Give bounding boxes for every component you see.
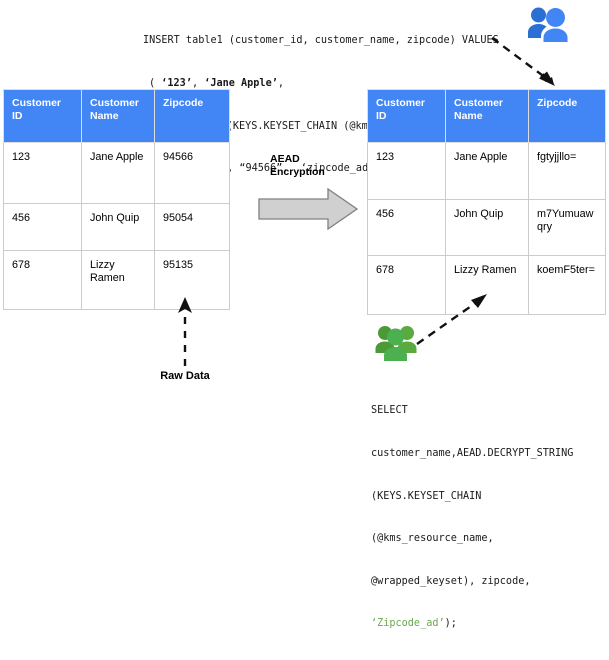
select-sql-line-1: SELECT (371, 405, 408, 417)
cell-customer-name: John Quip (81, 203, 155, 251)
aead-encryption-label: AEAD Encryption (270, 153, 325, 178)
cell-customer-name: Jane Apple (81, 142, 155, 204)
cell-customer-id: 123 (3, 142, 82, 204)
select-sql-line-2: customer_name,AEAD.DECRYPT_STRING (371, 448, 574, 460)
cell-zipcode: koemF5ter= (528, 255, 606, 315)
column-header-zipcode: Zipcode (154, 89, 230, 143)
dashed-diagonal-arrow-icon (491, 37, 555, 86)
dashed-up-arrow-icon (178, 297, 192, 366)
select-sql-line-6: ‘Zipcode_ad’); (371, 617, 573, 631)
insert-sql-line-1: INSERT table1 (customer_id, customer_nam… (143, 35, 499, 47)
table-row: 456 John Quip 95054 (3, 203, 230, 251)
select-sql-line-3: (KEYS.KEYSET_CHAIN (371, 490, 482, 502)
table-row: 123 Jane Apple fgtyjjllo= (367, 142, 606, 200)
column-header-customer-name: Customer Name (81, 89, 155, 143)
cell-customer-name: Lizzy Ramen (81, 250, 155, 310)
table-row: 123 Jane Apple 94566 (3, 142, 230, 204)
table-row: 456 John Quip m7Yumuaw qry (367, 199, 606, 256)
select-sql-statement: SELECT customer_name,AEAD.DECRYPT_STRING… (371, 376, 573, 660)
raw-data-table: Customer ID Customer Name Zipcode 123 Ja… (3, 89, 230, 310)
column-header-customer-name: Customer Name (445, 89, 529, 143)
cell-zipcode: fgtyjjllo= (528, 142, 606, 200)
column-header-customer-id: Customer ID (3, 89, 82, 143)
select-sql-line-4: (@kms_resource_name, (371, 533, 494, 545)
insert-sql-value-customer-name: ‘Jane Apple’ (204, 78, 278, 90)
insert-sql-line-2-suffix: , (277, 78, 284, 90)
cell-zipcode: 94566 (154, 142, 230, 204)
cell-customer-id: 456 (367, 199, 446, 256)
insert-sql-line-2: ( ‘123’, ‘Jane Apple’, (149, 77, 499, 91)
select-sql-ad-literal: ‘Zipcode_ad’ (371, 618, 445, 630)
cell-customer-name: John Quip (445, 199, 529, 256)
cell-zipcode: 95054 (154, 203, 230, 251)
encrypted-data-table: Customer ID Customer Name Zipcode 123 Ja… (367, 89, 606, 315)
table-row: 678 Lizzy Ramen 95135 (3, 250, 230, 310)
cell-customer-id: 123 (367, 142, 446, 200)
table-row: 678 Lizzy Ramen koemF5ter= (367, 255, 606, 315)
users-group-icon (375, 326, 417, 361)
raw-data-label: Raw Data (160, 370, 210, 382)
cell-zipcode: 95135 (154, 250, 230, 310)
table-header-row: Customer ID Customer Name Zipcode (367, 89, 606, 143)
cell-zipcode: m7Yumuaw qry (528, 199, 606, 256)
cell-customer-name: Lizzy Ramen (445, 255, 529, 315)
users-group-icon (528, 7, 568, 42)
insert-sql-line-2-separator: , (191, 78, 205, 90)
select-sql-line-5: @wrapped_keyset), zipcode, (371, 575, 531, 587)
right-arrow-icon (258, 188, 358, 230)
dashed-diagonal-arrow-icon (416, 294, 487, 345)
table-header-row: Customer ID Customer Name Zipcode (3, 89, 230, 143)
select-sql-line-6-tail: ); (444, 618, 457, 630)
diagram-canvas: INSERT table1 (customer_id, customer_nam… (3, 7, 606, 629)
column-header-zipcode: Zipcode (528, 89, 606, 143)
column-header-customer-id: Customer ID (367, 89, 446, 143)
cell-customer-id: 456 (3, 203, 82, 251)
cell-customer-id: 678 (3, 250, 82, 310)
insert-sql-line-2-prefix: ( (149, 78, 162, 90)
insert-sql-value-customer-id: ‘123’ (161, 78, 192, 90)
cell-customer-name: Jane Apple (445, 142, 529, 200)
